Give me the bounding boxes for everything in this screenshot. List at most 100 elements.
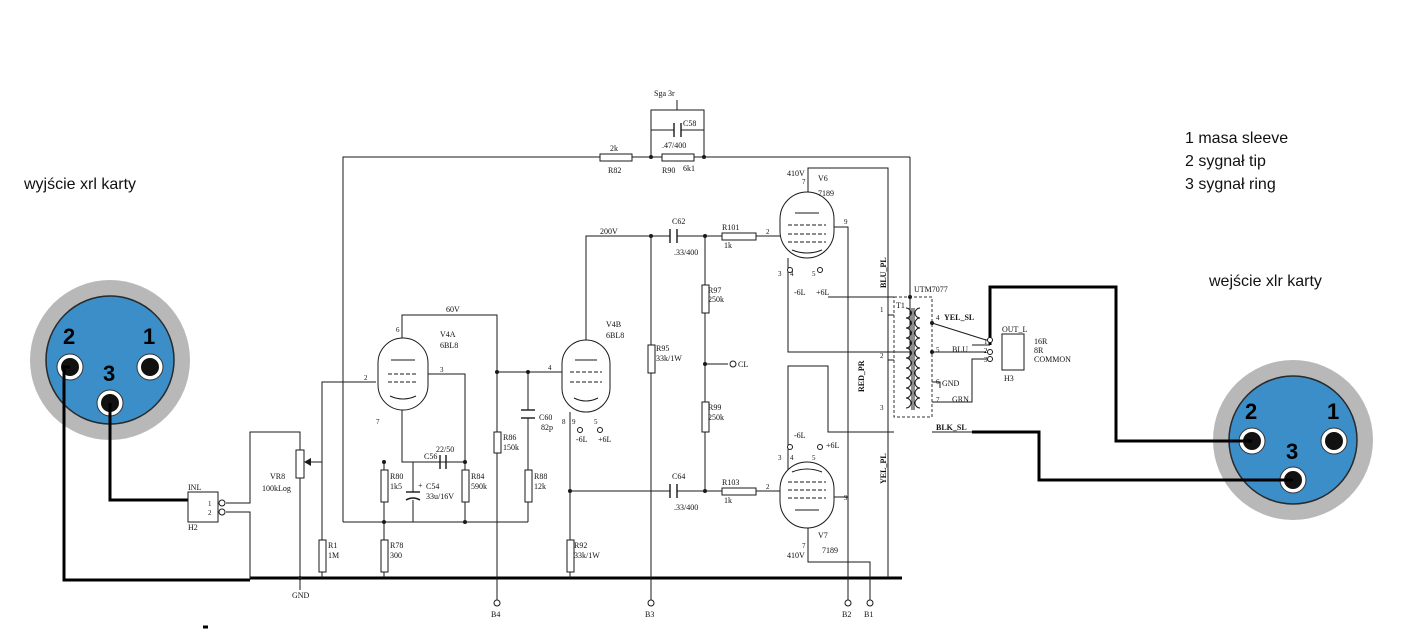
transformer-t1-frame	[893, 296, 933, 418]
label-blu-pl: BLU_PL	[879, 257, 888, 288]
junction-dots	[298, 155, 912, 580]
label-yel-sl: YEL_SL	[944, 313, 974, 322]
v4b-pin-8: 8	[562, 418, 566, 426]
label-r97-val: 250k	[708, 295, 724, 304]
label-b2: B2	[842, 610, 851, 619]
label-v4b-type: 6BL8	[606, 331, 624, 340]
label-r88: R88	[534, 472, 547, 481]
label-v4b: V4B	[606, 320, 621, 329]
label-c62: C62	[672, 217, 685, 226]
label-r101-val: 1k	[724, 241, 732, 250]
v7-pin-2: 2	[766, 483, 770, 491]
label-r103: R103	[722, 478, 739, 487]
v6-pin-7: 7	[802, 178, 806, 186]
pinout-line-1: 1 masa sleeve	[1185, 130, 1289, 147]
t1-pin-6: 6	[936, 378, 940, 386]
label-v6-volt: 410V	[787, 169, 805, 178]
label-c62-val: .33/400	[674, 248, 698, 257]
h2-pin-1: 1	[208, 500, 212, 508]
t1-pin-3: 3	[880, 404, 884, 412]
tube-v4a	[377, 337, 429, 411]
label-out-l: OUT_L	[1002, 325, 1027, 334]
v7-pin-5: 5	[812, 454, 816, 462]
label-t1: T1	[896, 301, 905, 310]
v7-pin-4: 4	[790, 454, 794, 462]
label-h3: H3	[1004, 374, 1014, 383]
label-r80-val: 1k5	[390, 482, 402, 491]
xlr-left-pin-3-label: 3	[103, 361, 115, 386]
xlr-left-connector: 2 1 3	[30, 280, 190, 440]
label-r88-val: 12k	[534, 482, 546, 491]
label-v6-type: 7189	[818, 189, 834, 198]
resistors	[295, 153, 757, 573]
label-vr8-val: 100kLog	[262, 484, 291, 493]
label-v4a: V4A	[440, 330, 456, 339]
label-r86-val: 150k	[503, 443, 519, 452]
v6-pin-2: 2	[766, 228, 770, 236]
label-c54: C54	[426, 482, 439, 491]
label-r80: R80	[390, 472, 403, 481]
tube-v7	[779, 461, 835, 529]
v4b-pin-4: 4	[548, 364, 552, 372]
label-v7-volt: 410V	[787, 551, 805, 560]
label-b3: B3	[645, 610, 654, 619]
label-h2: H2	[188, 523, 198, 532]
label-grn: GRN	[952, 395, 969, 404]
label-inl: INL	[188, 483, 201, 492]
label-r1: R1	[328, 541, 337, 550]
label-60v: 60V	[446, 305, 460, 314]
label-c64-val: .33/400	[674, 503, 698, 512]
label-gnd-transformer: GND	[942, 379, 960, 388]
h3-pin-2: 2	[984, 347, 988, 355]
v6-pin-5: 5	[812, 270, 816, 278]
label-8r: 8R	[1034, 346, 1044, 355]
label-r1-val: 1M	[328, 551, 339, 560]
v4b-pin-5: 5	[594, 418, 598, 426]
label-v6-neg6l: -6L	[794, 288, 806, 297]
right-xlr-title: wejście xlr karty	[1209, 273, 1322, 290]
label-top-partial: Sga 3r	[654, 89, 675, 98]
v4a-pin-2: 2	[364, 374, 368, 382]
label-c60-val: 82p	[541, 423, 553, 432]
v4a-pin-7: 7	[376, 418, 380, 426]
pin-numbers: 6 2 3 7 4 8 9 5 7 2 9 3 4 5 2 9 7 3 4 5 …	[208, 178, 988, 550]
xlr-left-pin-1-label: 1	[143, 324, 155, 349]
label-c58-val: .47/400	[662, 141, 686, 150]
capacitors	[405, 123, 682, 501]
label-r92: R92	[574, 541, 587, 550]
label-v7-type: 7189	[822, 546, 838, 555]
xlr-right-pin-3-label: 3	[1286, 439, 1298, 464]
label-utm: UTM7077	[914, 285, 948, 294]
h3-pin-3: 3	[984, 356, 988, 364]
v4a-pin-6: 6	[396, 326, 400, 334]
label-r92-val: 33k/1W	[574, 551, 600, 560]
label-gnd: GND	[292, 591, 310, 600]
v7-pin-3: 3	[778, 454, 782, 462]
label-r82: R82	[608, 166, 621, 175]
label-200v: 200V	[600, 227, 618, 236]
transformer-t1-windings	[905, 307, 921, 410]
t1-pin-4: 4	[936, 314, 940, 322]
xlr-left-pin-2-label: 2	[63, 324, 75, 349]
xlr-right-pin-2-label: 2	[1245, 399, 1257, 424]
label-r99-val: 250k	[708, 413, 724, 422]
label-r90-val: 6k1	[683, 164, 695, 173]
t1-pin-2: 2	[880, 352, 884, 360]
label-c64: C64	[672, 472, 685, 481]
label-b4: B4	[491, 610, 500, 619]
label-r90: R90	[662, 166, 675, 175]
label-r101: R101	[722, 223, 739, 232]
v6-pin-3: 3	[778, 270, 782, 278]
xlr-right-pin-1-label: 1	[1327, 399, 1339, 424]
v6-pin-9: 9	[844, 218, 848, 226]
label-r84: R84	[471, 472, 484, 481]
label-v4a-type: 6BL8	[440, 341, 458, 350]
label-blk-sl: BLK_SL	[936, 423, 967, 432]
label-c56: C56	[424, 452, 437, 461]
t1-pin-5: 5	[936, 346, 940, 354]
v6-pin-4: 4	[790, 270, 794, 278]
label-r103-val: 1k	[724, 496, 732, 505]
v7-pin-9: 9	[844, 494, 848, 502]
left-xlr-title: wyjście xrl karty	[24, 176, 137, 193]
added-wiring	[62, 285, 1293, 629]
